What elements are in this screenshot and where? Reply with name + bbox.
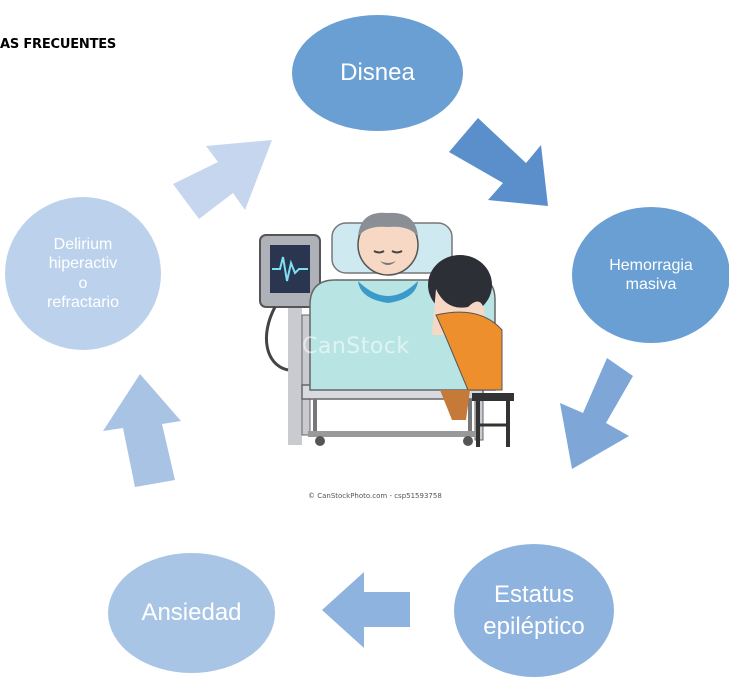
node-delirium: Delirium hiperactiv o refractario [5,197,161,350]
arrow-ansiedad-to-delirium [103,374,181,487]
node-hemorragia-line-2: masiva [625,276,677,293]
image-caption: © CanStockPhoto.com - csp51593758 [308,492,442,500]
arrow-disnea-to-hemorragia [449,118,548,206]
arrow-hemorragia-to-estatus [560,358,633,469]
node-ansiedad-label: Ansiedad [141,598,242,626]
node-delirium-line-2: hiperactiv [48,255,118,273]
node-estatus: Estatus epiléptico [454,544,614,677]
page-title: AS FRECUENTES [0,37,117,52]
node-disnea: Disnea [292,15,463,131]
node-estatus-line-2: epiléptico [483,612,585,640]
arrow-delirium-to-disnea [173,140,272,219]
node-delirium-line-4: refractario [46,293,120,311]
hospital-bed-illustration [259,212,514,447]
node-hemorragia: Hemorragia masiva [572,207,729,343]
image-watermark: CanStock [302,334,410,359]
node-delirium-line-3: o [78,274,88,292]
node-delirium-line-1: Delirium [53,236,113,254]
node-ansiedad: Ansiedad [108,553,275,673]
node-hemorragia-line-1: Hemorragia [609,256,693,274]
node-estatus-line-1: Estatus [493,581,575,609]
node-disnea-label: Disnea [340,58,415,86]
arrow-estatus-to-ansiedad [322,572,410,648]
